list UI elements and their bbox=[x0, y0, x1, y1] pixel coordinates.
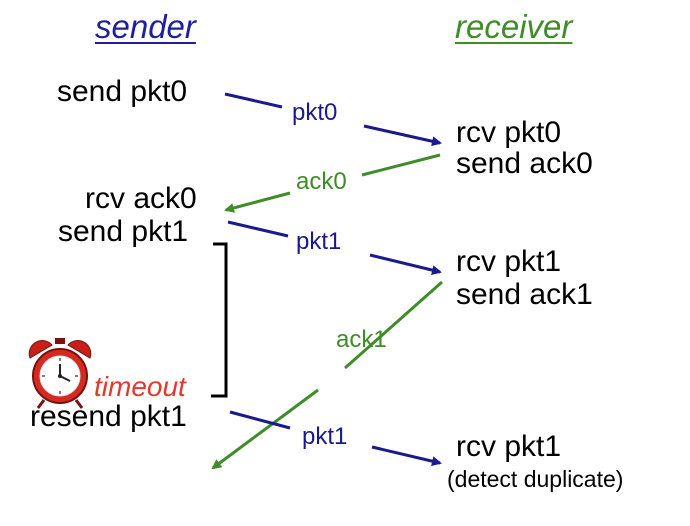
ack0-arrow-segment-1 bbox=[361, 153, 441, 177]
pkt1-resend-arrow-segment-2 bbox=[371, 445, 442, 467]
ack0-arrow-segment-2 bbox=[224, 191, 291, 213]
ack1-label: ack1 bbox=[336, 326, 387, 353]
pkt1-label: pkt1 bbox=[296, 228, 342, 255]
pkt1-resend-label: pkt1 bbox=[302, 423, 348, 450]
pkt1-arrow-segment-2 bbox=[369, 253, 442, 275]
ack0-label: ack0 bbox=[296, 168, 347, 195]
sender-heading: sender bbox=[95, 8, 196, 45]
ack1-arrow-segment-1 bbox=[344, 280, 443, 370]
receiver-event-rcv-pkt1: rcv pkt1 bbox=[456, 245, 562, 278]
pkt0-arrow-segment-2 bbox=[363, 124, 442, 147]
timer-bracket bbox=[211, 242, 228, 398]
pkt1-arrow-segment-1 bbox=[227, 220, 289, 238]
alarm-clock-icon bbox=[28, 338, 92, 409]
receiver-heading: receiver bbox=[455, 8, 573, 45]
ack1-arrow-segment-2 bbox=[211, 388, 319, 470]
sender-event-rcv-ack0: rcv ack0 bbox=[85, 182, 197, 215]
receiver-event-send-ack1: send ack1 bbox=[456, 278, 593, 311]
sender-event-send-pkt0: send pkt0 bbox=[57, 75, 188, 108]
receiver-event-rcv-pkt1-duplicate: rcv pkt1 bbox=[456, 430, 562, 463]
pkt1-resend-arrow-segment-1 bbox=[229, 410, 291, 430]
sender-event-resend-pkt1: resend pkt1 bbox=[30, 400, 187, 433]
timeout-label: timeout bbox=[94, 371, 186, 402]
receiver-event-send-ack0: send ack0 bbox=[456, 147, 593, 180]
detect-duplicate-note: (detect duplicate) bbox=[447, 466, 624, 492]
pkt0-label: pkt0 bbox=[292, 99, 338, 126]
pkt0-arrow-segment-1 bbox=[224, 92, 283, 109]
sender-event-send-pkt1: send pkt1 bbox=[58, 215, 189, 248]
receiver-event-rcv-pkt0: rcv pkt0 bbox=[456, 116, 562, 149]
